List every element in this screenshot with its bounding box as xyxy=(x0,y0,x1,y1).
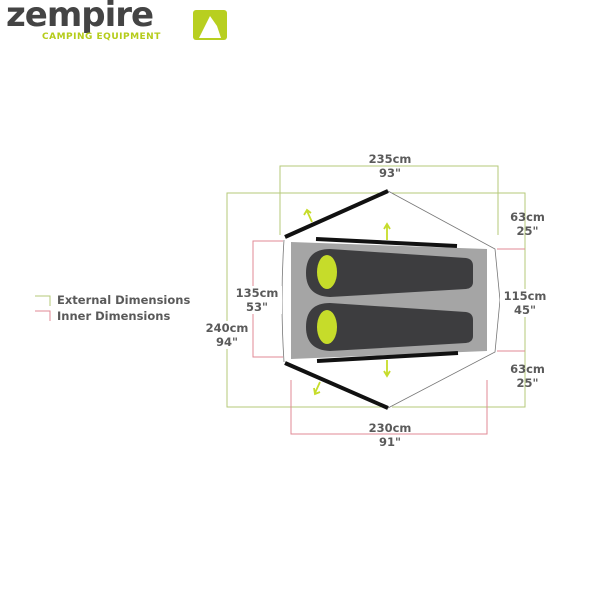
head-marker-2 xyxy=(317,310,337,344)
door-bar-top xyxy=(315,237,458,248)
logo-tagline: CAMPING EQUIPMENT xyxy=(42,32,161,42)
legend-inner: Inner Dimensions xyxy=(57,309,171,323)
head-marker-1 xyxy=(317,255,337,289)
vestibule-door-bottom xyxy=(284,361,389,410)
vestibule-door-top xyxy=(284,189,389,239)
door-bar-bottom xyxy=(316,351,459,363)
legend-external: External Dimensions xyxy=(57,293,191,307)
legend-inner-swatch xyxy=(35,310,51,321)
logo-tent-icon xyxy=(193,10,227,40)
arrow-icons xyxy=(303,208,391,396)
sleeping-bag-1 xyxy=(306,249,473,297)
logo: zempire xyxy=(6,0,154,35)
sleeping-bag-2 xyxy=(306,303,473,351)
legend-external-swatch xyxy=(35,295,51,306)
